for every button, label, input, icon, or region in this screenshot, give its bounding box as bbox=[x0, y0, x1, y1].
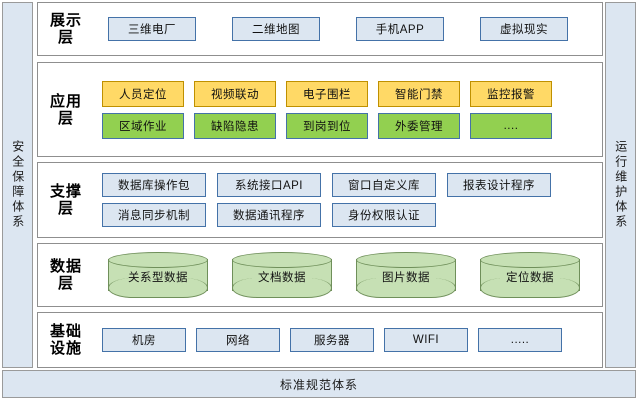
node-box[interactable]: 电子围栏 bbox=[286, 80, 368, 107]
node-box[interactable]: 数据通讯程序 bbox=[217, 203, 321, 227]
node-box[interactable]: 缺陷隐患 bbox=[194, 112, 276, 139]
cylinder-label: 文档数据 bbox=[258, 272, 306, 284]
cylinder-top-ellipse bbox=[480, 252, 580, 268]
data-cylinder[interactable]: 关系型数据 bbox=[108, 252, 208, 298]
layer-label-data: 数据 层 bbox=[49, 257, 82, 292]
layer-display: 展示 层 三维电厂 二维地图 手机APP 虚拟现实 bbox=[37, 2, 603, 56]
layer-label-display: 展示 层 bbox=[49, 11, 82, 46]
node-box[interactable]: WIFI bbox=[384, 328, 468, 352]
right-rail-label: 运行维护体系 bbox=[613, 140, 628, 230]
cylinder-label: 图片数据 bbox=[382, 272, 430, 284]
node-box[interactable]: 服务器 bbox=[290, 328, 374, 352]
node-box[interactable]: 智能门禁 bbox=[378, 80, 460, 107]
cylinder-top-ellipse bbox=[356, 252, 456, 268]
node-box[interactable]: 数据库操作包 bbox=[102, 173, 206, 197]
right-rail-ops-maintenance-system: 运行维护体系 bbox=[605, 2, 636, 368]
left-rail-label: 安全保障体系 bbox=[10, 140, 25, 230]
node-box[interactable]: 网络 bbox=[196, 328, 280, 352]
layer-body-support: 数据库操作包系统接口API 窗口自定义库报表设计程序消息同步机制数据通讯程序身份权… bbox=[94, 173, 602, 227]
cylinder-bottom-ellipse bbox=[356, 278, 456, 298]
cylinder-top-ellipse bbox=[232, 252, 332, 268]
layer-app-row: 区域作业缺陷隐患到岗到位外委管理.... bbox=[94, 112, 596, 139]
node-box[interactable]: 机房 bbox=[102, 328, 186, 352]
layer-infrastructure: 基础 设施机房网络服务器 WIFI..... bbox=[37, 312, 603, 368]
node-box[interactable]: 报表设计程序 bbox=[447, 173, 551, 197]
node-box[interactable]: 手机APP bbox=[356, 17, 444, 41]
data-cylinder[interactable]: 图片数据 bbox=[356, 252, 456, 298]
layer-body-display: 三维电厂 二维地图 手机APP 虚拟现实 bbox=[94, 17, 602, 41]
bottom-band-label: 标准规范体系 bbox=[279, 377, 358, 392]
layer-body-app: 人员定位视频联动电子围栏智能门禁监控报警区域作业缺陷隐患到岗到位外委管理.... bbox=[94, 80, 602, 139]
node-box[interactable]: 区域作业 bbox=[102, 112, 184, 139]
layer-body-data: 关系型数据 文档数据 图片数据 定位数据 bbox=[94, 252, 602, 298]
layer-data-row: 关系型数据 文档数据 图片数据 定位数据 bbox=[94, 252, 596, 298]
layer-data: 数据 层 关系型数据 文档数据 图片数据 定位数据 bbox=[37, 243, 603, 307]
bottom-band-standards-system: 标准规范体系 bbox=[2, 370, 636, 398]
node-box[interactable]: 视频联动 bbox=[194, 80, 276, 107]
cylinder-label: 关系型数据 bbox=[128, 272, 188, 284]
node-box[interactable]: 虚拟现实 bbox=[480, 17, 568, 41]
cylinder-bottom-ellipse bbox=[232, 278, 332, 298]
layer-application: 应用 层人员定位视频联动电子围栏智能门禁监控报警区域作业缺陷隐患到岗到位外委管理… bbox=[37, 62, 603, 157]
node-box[interactable]: 窗口自定义库 bbox=[332, 173, 436, 197]
cylinder-label: 定位数据 bbox=[506, 272, 554, 284]
node-box[interactable]: ..... bbox=[478, 328, 562, 352]
data-cylinder[interactable]: 定位数据 bbox=[480, 252, 580, 298]
node-box[interactable]: 身份权限认证 bbox=[332, 203, 436, 227]
node-box[interactable]: .... bbox=[470, 112, 552, 139]
node-box[interactable]: 到岗到位 bbox=[286, 112, 368, 139]
layer-label-support: 支撑 层 bbox=[49, 182, 82, 217]
layer-label-infra: 基础 设施 bbox=[49, 322, 82, 357]
cylinder-bottom-ellipse bbox=[480, 278, 580, 298]
cylinder-top-ellipse bbox=[108, 252, 208, 268]
data-cylinder[interactable]: 文档数据 bbox=[232, 252, 332, 298]
layer-app-row: 人员定位视频联动电子围栏智能门禁监控报警 bbox=[94, 80, 596, 107]
node-box[interactable]: 二维地图 bbox=[232, 17, 320, 41]
node-box[interactable]: 监控报警 bbox=[470, 80, 552, 107]
layer-support-row: 消息同步机制数据通讯程序身份权限认证 bbox=[94, 203, 596, 227]
layer-support: 支撑 层数据库操作包系统接口API 窗口自定义库报表设计程序消息同步机制数据通讯程… bbox=[37, 162, 603, 238]
layer-support-row: 数据库操作包系统接口API 窗口自定义库报表设计程序 bbox=[94, 173, 596, 197]
layer-label-app: 应用 层 bbox=[49, 91, 82, 127]
layer-display-row: 三维电厂 二维地图 手机APP 虚拟现实 bbox=[94, 17, 596, 41]
node-box[interactable]: 人员定位 bbox=[102, 80, 184, 107]
left-rail-security-system: 安全保障体系 bbox=[2, 2, 33, 368]
layer-infra-row: 机房网络服务器 WIFI..... bbox=[94, 328, 596, 352]
cylinder-bottom-ellipse bbox=[108, 278, 208, 298]
node-box[interactable]: 三维电厂 bbox=[108, 17, 196, 41]
node-box[interactable]: 外委管理 bbox=[378, 112, 460, 139]
node-box[interactable]: 系统接口API bbox=[217, 173, 321, 197]
node-box[interactable]: 消息同步机制 bbox=[102, 203, 206, 227]
layer-body-infra: 机房网络服务器 WIFI..... bbox=[94, 328, 602, 352]
